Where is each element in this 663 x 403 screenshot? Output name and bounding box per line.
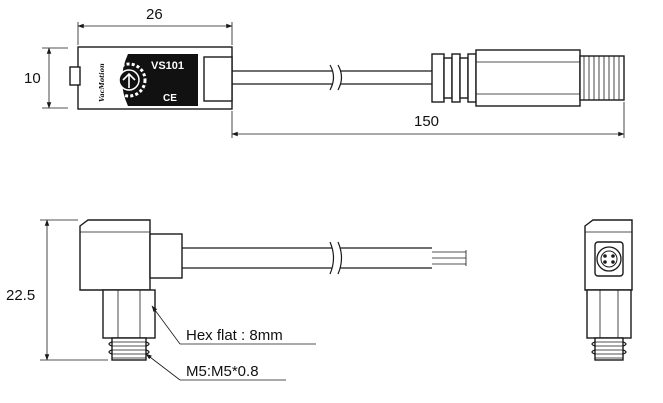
model-label: VS101	[151, 60, 184, 72]
connector-pins-icon	[596, 246, 622, 272]
top-view: VacMotion VS101 CE	[24, 6, 625, 138]
adjust-dial-icon	[111, 62, 147, 98]
hex-flat-note: Hex flat : 8mm	[186, 327, 283, 344]
dim-cable-length: 150	[414, 113, 439, 130]
ce-mark: CE	[163, 93, 177, 104]
dim-side-height: 22.5	[6, 287, 35, 304]
hex-nut	[102, 289, 156, 339]
side-view: 22.5 Hex flat : 8mm M5:M5*0.8	[6, 219, 467, 381]
dim-width: 26	[146, 6, 163, 23]
dim-height: 10	[24, 70, 41, 87]
end-view	[584, 219, 633, 361]
thread-note: M5:M5*0.8	[186, 363, 259, 380]
brand-name: VacMotion	[98, 63, 106, 102]
m8-connector	[431, 49, 625, 107]
